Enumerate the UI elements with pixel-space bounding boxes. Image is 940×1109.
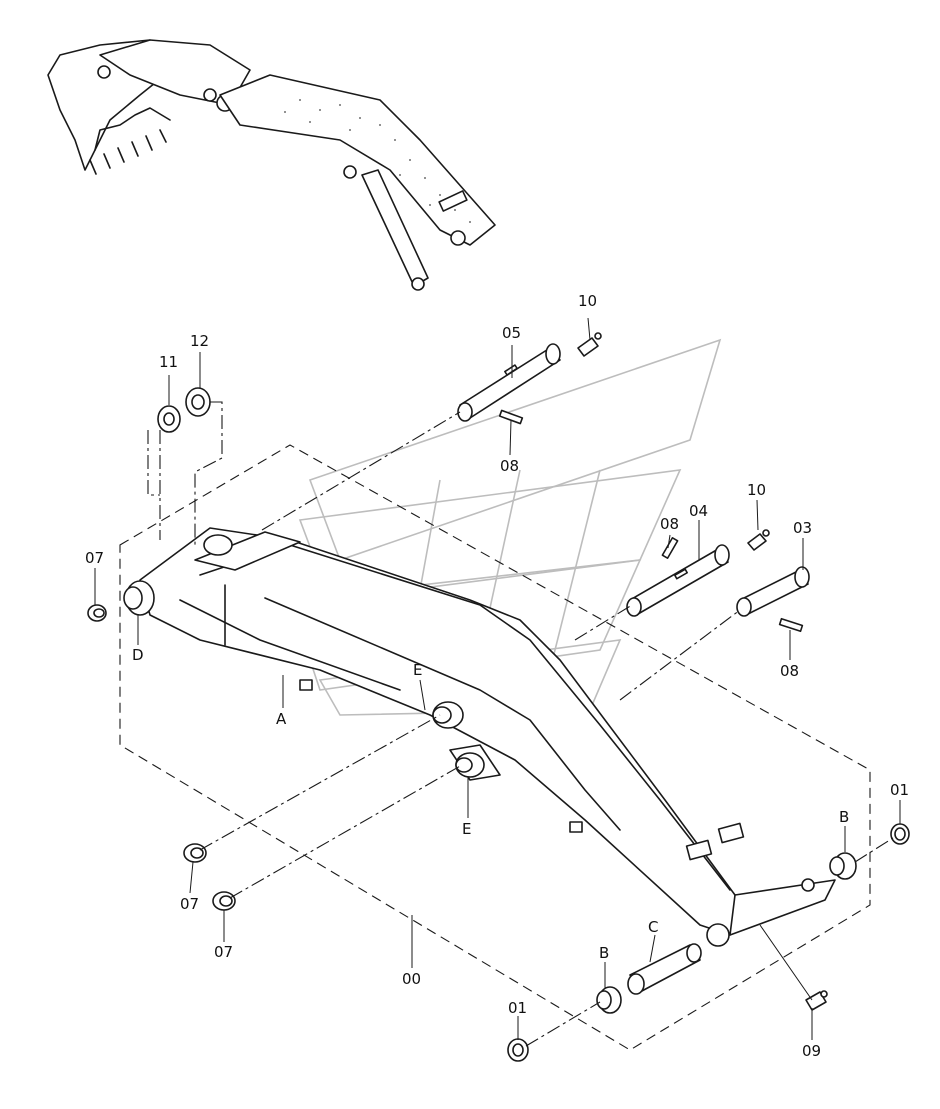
callout-03: 03 — [793, 519, 812, 537]
callout-00: 00 — [402, 970, 421, 988]
callout-08-mid: 08 — [660, 515, 679, 533]
bushing-e-upper — [432, 701, 464, 729]
callout-10-upper: 10 — [578, 292, 597, 310]
roll-pin-08-upper — [498, 409, 524, 425]
snap-ring-07-low — [212, 891, 236, 911]
callout-d: D — [132, 646, 144, 664]
snap-ring-07-mid — [183, 843, 207, 863]
callout-09: 09 — [802, 1042, 821, 1060]
bushing-e-lower — [455, 752, 485, 778]
collar-01-lower — [507, 1038, 529, 1062]
grease-fitting-10-mid — [747, 529, 770, 551]
washer-11 — [157, 405, 181, 433]
pin-03 — [736, 566, 810, 617]
pin-c — [627, 943, 702, 995]
bushing-d — [123, 580, 155, 616]
stick-texture — [284, 99, 471, 223]
callout-c: C — [648, 918, 658, 936]
assembly-outline — [119, 444, 871, 1051]
callout-12: 12 — [190, 332, 209, 350]
callout-07-mid: 07 — [180, 895, 199, 913]
excavator-overview-illustration — [47, 39, 496, 291]
pin-04 — [626, 544, 730, 617]
callout-b-lower: B — [599, 944, 609, 962]
grease-fitting-09 — [805, 990, 828, 1011]
callout-08-upper: 08 — [500, 457, 519, 475]
bushing-b-lower — [596, 986, 622, 1014]
callout-07-low: 07 — [214, 943, 233, 961]
callout-01-lower: 01 — [508, 999, 527, 1017]
callout-08-right: 08 — [780, 662, 799, 680]
callout-04: 04 — [689, 502, 708, 520]
grease-fitting-10-upper — [577, 332, 602, 357]
leader-lines — [94, 317, 901, 1040]
callout-b-right: B — [839, 808, 849, 826]
roll-pin-08-right — [778, 617, 804, 633]
washer-12 — [185, 387, 211, 417]
bushing-b-right — [829, 852, 857, 880]
boom-body — [139, 527, 836, 947]
callout-labels: 10 05 11 12 08 10 08 04 03 07 D E A 08 E… — [85, 292, 909, 1060]
callout-e-upper: E — [413, 661, 422, 679]
callout-01-right: 01 — [890, 781, 909, 799]
callout-10-mid: 10 — [747, 481, 766, 499]
roll-pin-08-mid — [661, 537, 679, 559]
callout-a: A — [276, 710, 287, 728]
callout-05: 05 — [502, 324, 521, 342]
snap-ring-07-left — [87, 604, 107, 622]
collar-01-right — [890, 823, 910, 845]
callout-11: 11 — [159, 353, 178, 371]
callout-07-left: 07 — [85, 549, 104, 567]
pin-05 — [457, 343, 561, 422]
alignment-lines — [147, 401, 894, 1047]
callout-e-lower: E — [462, 820, 471, 838]
